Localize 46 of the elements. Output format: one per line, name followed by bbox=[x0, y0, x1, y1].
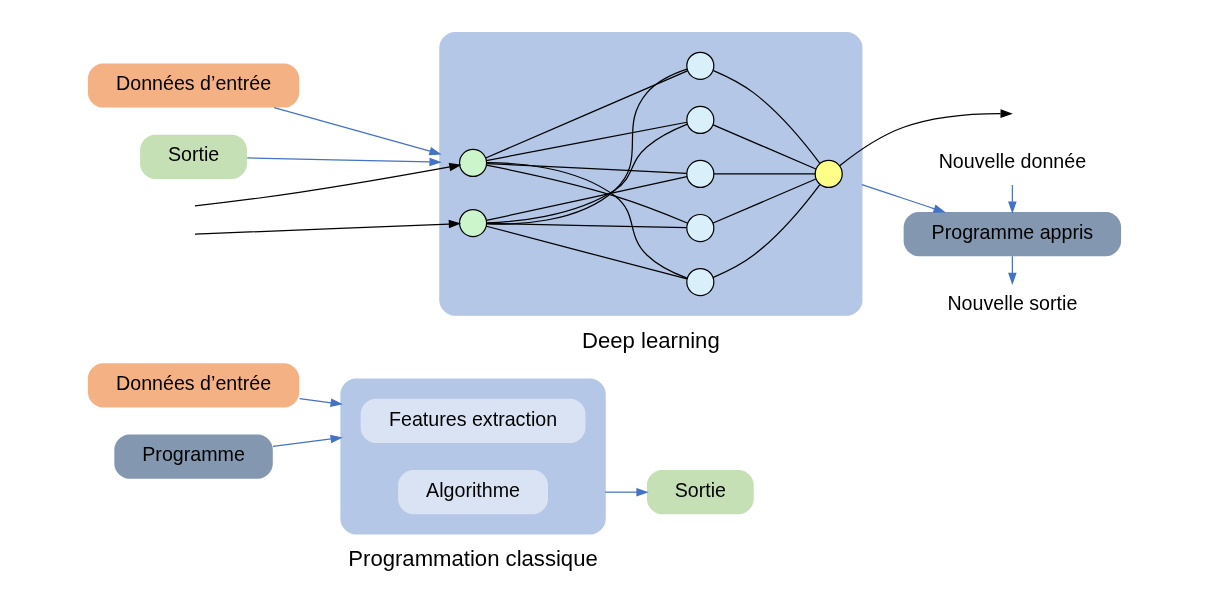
arrow bbox=[273, 107, 442, 156]
node-circle bbox=[686, 267, 715, 297]
connector bbox=[712, 124, 817, 170]
node-box: Données d’entrée bbox=[87, 363, 300, 408]
node-box: Programme bbox=[114, 434, 273, 479]
cluster bbox=[439, 32, 863, 316]
connector bbox=[486, 222, 688, 229]
arrow bbox=[246, 157, 442, 167]
node-label: Deep learning bbox=[582, 327, 720, 353]
arrow bbox=[604, 487, 649, 497]
node-box: Sortie bbox=[140, 134, 247, 179]
node-label: Programmation classique bbox=[348, 546, 598, 572]
cluster bbox=[340, 378, 606, 535]
arrow bbox=[861, 184, 946, 213]
node-text: Nouvelle sortie bbox=[947, 292, 1078, 315]
node-box: Features extraction bbox=[360, 398, 586, 443]
connector bbox=[485, 121, 688, 162]
connector bbox=[486, 68, 688, 225]
arrow bbox=[298, 398, 343, 407]
node-box: Sortie bbox=[646, 470, 754, 515]
node-box: Algorithme bbox=[398, 470, 548, 515]
node-box: Programme appris bbox=[903, 212, 1122, 257]
arrow bbox=[272, 434, 343, 448]
connector bbox=[486, 162, 688, 174]
node-circle bbox=[686, 213, 715, 243]
connector bbox=[712, 69, 821, 164]
node-circle bbox=[686, 105, 715, 135]
connector bbox=[486, 123, 688, 224]
connector bbox=[485, 176, 688, 222]
connector bbox=[485, 225, 688, 280]
arrow bbox=[839, 109, 1013, 167]
node-circle bbox=[458, 148, 488, 178]
connector bbox=[713, 173, 816, 175]
node-circle bbox=[686, 51, 715, 80]
arrow bbox=[194, 162, 462, 207]
arrow bbox=[194, 219, 462, 235]
node-circle bbox=[814, 159, 843, 189]
connector bbox=[485, 164, 688, 224]
connector bbox=[485, 70, 688, 159]
connector bbox=[485, 162, 688, 279]
connector bbox=[712, 178, 817, 224]
node-circle bbox=[686, 159, 715, 189]
node-text: Nouvelle donnée bbox=[938, 149, 1087, 172]
node-circle bbox=[458, 208, 488, 238]
connector bbox=[712, 183, 821, 278]
node-box: Données d’entrée bbox=[87, 63, 300, 108]
